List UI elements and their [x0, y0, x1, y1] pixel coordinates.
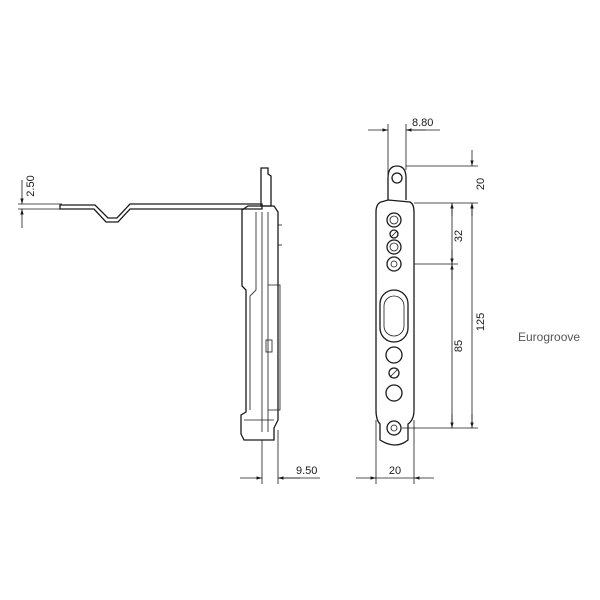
dim-label-20-width: 20 [389, 465, 401, 477]
dim-label-2-50: 2.50 [25, 175, 37, 196]
dim-hook-thickness: 2.50 [18, 175, 62, 228]
screw-hole [386, 256, 402, 272]
dim-label-32: 32 [453, 230, 465, 242]
top-tab [260, 167, 272, 207]
bottom-screw-hole [386, 420, 402, 436]
tab-hole [391, 172, 403, 184]
dim-hole-pitch: 32 [414, 203, 465, 265]
rivet-icon [389, 229, 399, 239]
side-view [59, 167, 282, 441]
upper-hole-inner [389, 215, 399, 225]
upper-hole-inner [389, 242, 399, 252]
front-view [375, 165, 415, 446]
dim-tab-offset: 8.80 [368, 117, 440, 200]
rivet-icon [388, 367, 400, 379]
dim-label-20-tab: 20 [475, 178, 487, 190]
slot-outer [379, 289, 409, 343]
lower-hole [385, 384, 403, 402]
product-label: Eurogroove [518, 330, 581, 344]
upper-hole [386, 212, 402, 228]
dim-label-8-80: 8.80 [412, 117, 433, 129]
hook-arm [59, 203, 263, 223]
dim-side-width: 9.50 [240, 430, 320, 484]
dim-label-9-50: 9.50 [296, 465, 317, 477]
bottom-screw-hole-inner [390, 424, 398, 432]
screw-hole-inner [390, 260, 398, 268]
front-top-tab [387, 165, 407, 200]
dim-plate-width: 20 [356, 420, 434, 484]
dim-tab-height: 20 [406, 150, 487, 216]
slot-inner [383, 295, 405, 337]
upper-hole [386, 239, 402, 255]
dim-overall-length: 125 [470, 203, 487, 428]
front-plate [375, 199, 415, 446]
side-stud [265, 339, 273, 353]
side-body [240, 205, 279, 441]
dim-label-125: 125 [475, 313, 487, 331]
lower-hole [385, 346, 403, 364]
dim-label-85: 85 [453, 340, 465, 352]
dim-slot-to-screw: 85 [402, 264, 478, 429]
side-inner-line [249, 280, 257, 410]
side-slider [268, 284, 281, 411]
